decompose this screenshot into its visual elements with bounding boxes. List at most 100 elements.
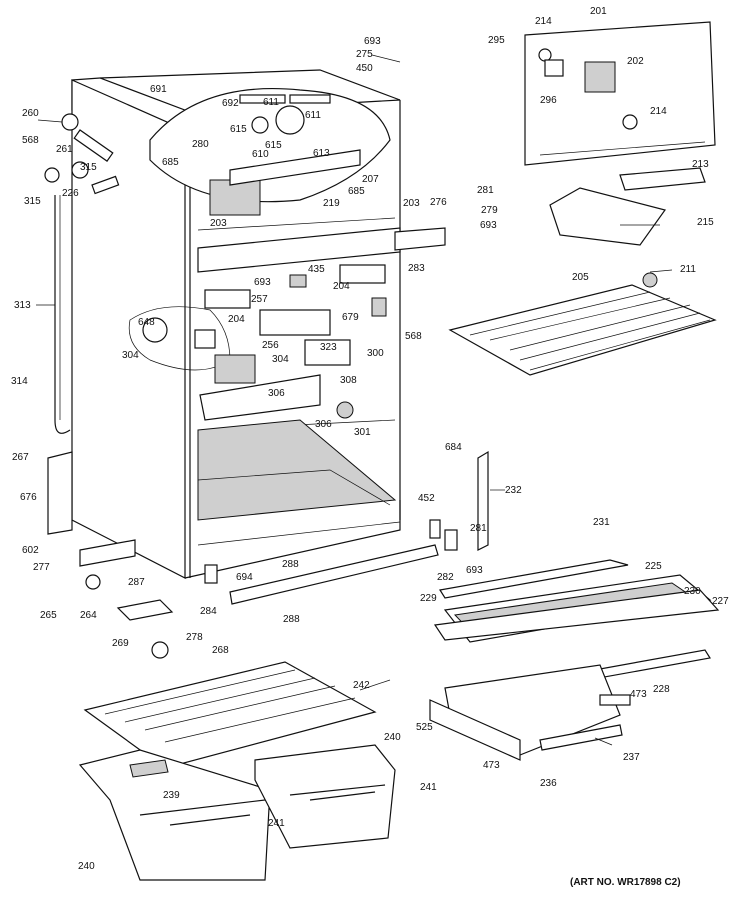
callout-c435: 435 [308, 264, 325, 275]
bottom-bracket [79, 539, 136, 567]
callout-c315a: 315 [80, 162, 97, 173]
drain-tube [54, 195, 71, 434]
callout-c276: 276 [430, 197, 447, 208]
callout-c205: 205 [572, 272, 589, 283]
callout-c281a: 281 [477, 185, 494, 196]
callout-c203a: 203 [210, 218, 227, 229]
callout-c229: 229 [420, 593, 437, 604]
callout-c313: 313 [14, 300, 31, 311]
callout-c269: 269 [112, 638, 129, 649]
callout-c288a: 288 [282, 559, 299, 570]
callout-c315b: 315 [24, 196, 41, 207]
callout-c211: 211 [680, 264, 696, 275]
callout-c261: 261 [56, 144, 73, 155]
callout-c611a: 611 [263, 97, 279, 108]
callout-c282: 282 [437, 572, 454, 583]
callout-c323: 323 [320, 342, 337, 353]
callout-c232: 232 [505, 485, 522, 496]
callout-c278: 278 [186, 632, 203, 643]
shelf-support [642, 272, 658, 288]
callout-c201: 201 [590, 6, 607, 17]
callout-c306b: 306 [315, 419, 332, 430]
callout-c611b: 611 [305, 110, 321, 121]
callout-c452: 452 [418, 493, 435, 504]
shelf-upright [477, 450, 489, 551]
callout-c602: 602 [22, 545, 39, 556]
callout-c295: 295 [488, 35, 505, 46]
callout-c239: 239 [163, 790, 180, 801]
drawer-rail [129, 759, 169, 778]
crisper-cover [83, 661, 377, 769]
callout-c685b: 685 [348, 186, 365, 197]
leveling-plate [116, 599, 174, 621]
callout-c693d: 693 [466, 565, 483, 576]
callout-c214b: 214 [650, 106, 667, 117]
callout-c279: 279 [481, 205, 498, 216]
control-assembly [128, 264, 387, 421]
callout-c277: 277 [33, 562, 50, 573]
callout-c231: 231 [593, 517, 610, 528]
ice-tray [619, 167, 706, 191]
callout-c264: 264 [80, 610, 97, 621]
callout-c648: 648 [138, 317, 155, 328]
cabinet [71, 69, 401, 579]
callout-c568b: 568 [405, 331, 422, 342]
callout-c693a: 693 [364, 36, 381, 47]
callout-c296: 296 [540, 95, 557, 106]
callout-c241a: 241 [420, 782, 437, 793]
callout-c265: 265 [40, 610, 57, 621]
roller-bracket [151, 641, 169, 659]
wire-shelf [448, 284, 717, 376]
callout-c203b: 203 [403, 198, 420, 209]
callout-c306a: 306 [268, 388, 285, 399]
callout-c275: 275 [356, 49, 373, 60]
kick-grille [229, 544, 439, 605]
callout-c679: 679 [342, 312, 359, 323]
callout-c314: 314 [11, 376, 28, 387]
callout-c693b: 693 [480, 220, 497, 231]
sliding-shelf [429, 664, 631, 761]
callout-c676: 676 [20, 492, 37, 503]
callout-c615b: 615 [265, 140, 282, 151]
callout-c685a: 685 [162, 157, 179, 168]
callout-c207: 207 [362, 174, 379, 185]
callout-c240b: 240 [78, 861, 95, 872]
callout-c301: 301 [354, 427, 371, 438]
callout-c228: 228 [653, 684, 670, 695]
crisper-drawer-left [78, 749, 271, 881]
callout-c225: 225 [645, 561, 662, 572]
callout-c204a: 204 [333, 281, 350, 292]
art-number: (ART NO. WR17898 C2) [570, 877, 681, 888]
callout-c304a: 304 [122, 350, 139, 361]
callout-c610: 610 [252, 149, 269, 160]
callout-c215: 215 [697, 217, 714, 228]
callout-c219: 219 [323, 198, 340, 209]
crisper-drawer-right [254, 744, 396, 849]
callout-c256: 256 [262, 340, 279, 351]
callout-c242: 242 [353, 680, 370, 691]
callout-c692: 692 [222, 98, 239, 109]
callout-c281b: 281 [470, 523, 487, 534]
callout-c288b: 288 [283, 614, 300, 625]
side-panel [47, 451, 73, 535]
callout-c257: 257 [251, 294, 268, 305]
callout-c260: 260 [22, 108, 39, 119]
callout-c202: 202 [627, 56, 644, 67]
callout-c213: 213 [692, 159, 709, 170]
callout-c267: 267 [12, 452, 29, 463]
callout-c473b: 473 [483, 760, 500, 771]
callout-c615a: 615 [230, 124, 247, 135]
callout-c693c: 693 [254, 277, 271, 288]
callout-c691: 691 [150, 84, 167, 95]
callout-c214a: 214 [535, 16, 552, 27]
callout-c240a: 240 [384, 732, 401, 743]
callout-c450: 450 [356, 63, 373, 74]
storage-bin [549, 187, 666, 246]
callout-c568a: 568 [22, 135, 39, 146]
callout-c268: 268 [212, 645, 229, 656]
callout-c236: 236 [540, 778, 557, 789]
callout-c287: 287 [128, 577, 145, 588]
leader-lines [36, 54, 673, 746]
